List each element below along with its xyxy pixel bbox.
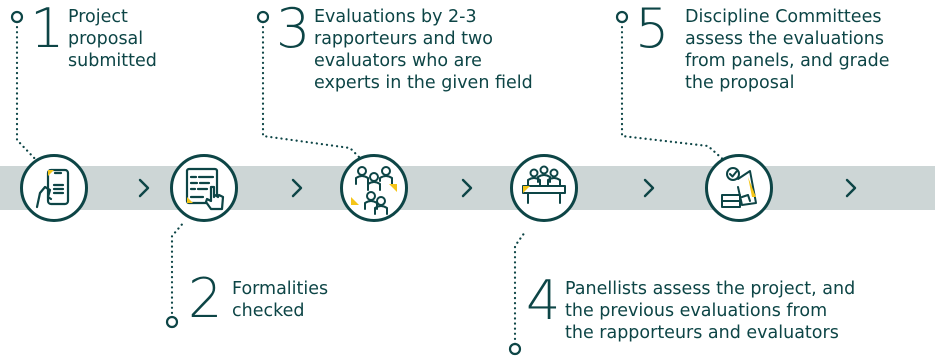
endpoint-ring-step-3 <box>256 10 270 24</box>
chevron-right-icon <box>135 176 153 200</box>
step-2-label: Formalities checked <box>232 279 329 321</box>
chevron-right-icon <box>640 176 658 200</box>
step-1-number: 1 <box>30 0 65 60</box>
connector-step-5 <box>620 20 728 164</box>
process-band <box>0 166 935 210</box>
connector-step-4 <box>513 230 527 346</box>
step-5-label: Discipline Committees assess the evaluat… <box>685 7 890 93</box>
step-1-label: Project proposal submitted <box>68 7 157 71</box>
endpoint-ring-step-4 <box>508 342 522 356</box>
rapporteurs-group-icon <box>351 166 397 215</box>
endpoint-ring-step-2 <box>165 315 179 329</box>
step-1-circle <box>20 154 88 222</box>
chevron-right-icon <box>288 176 306 200</box>
connector-step-3 <box>261 20 368 166</box>
step-3-number: 3 <box>276 0 311 60</box>
chevron-right-icon <box>842 176 860 200</box>
tablet-hand-icon <box>35 168 70 209</box>
step-2-circle <box>170 154 238 222</box>
step-2-number: 2 <box>188 267 223 330</box>
panel-table-icon <box>522 165 566 204</box>
connector-step-2 <box>170 220 186 320</box>
endpoint-ring-step-5 <box>615 10 629 24</box>
step-4-number: 4 <box>526 269 561 332</box>
step-5-number: 5 <box>635 0 670 60</box>
endpoint-ring-step-1 <box>10 10 24 24</box>
step-3-circle <box>340 154 408 222</box>
checklist-hand-icon <box>185 167 225 211</box>
committee-grade-icon <box>721 167 757 208</box>
step-3-label: Evaluations by 2-3 rapporteurs and two e… <box>314 7 533 93</box>
step-4-label: Panellists assess the project, and the p… <box>565 279 856 343</box>
chevron-right-icon <box>458 176 476 200</box>
connector-step-1 <box>15 20 40 164</box>
step-4-circle <box>510 154 578 222</box>
step-5-circle <box>705 154 773 222</box>
